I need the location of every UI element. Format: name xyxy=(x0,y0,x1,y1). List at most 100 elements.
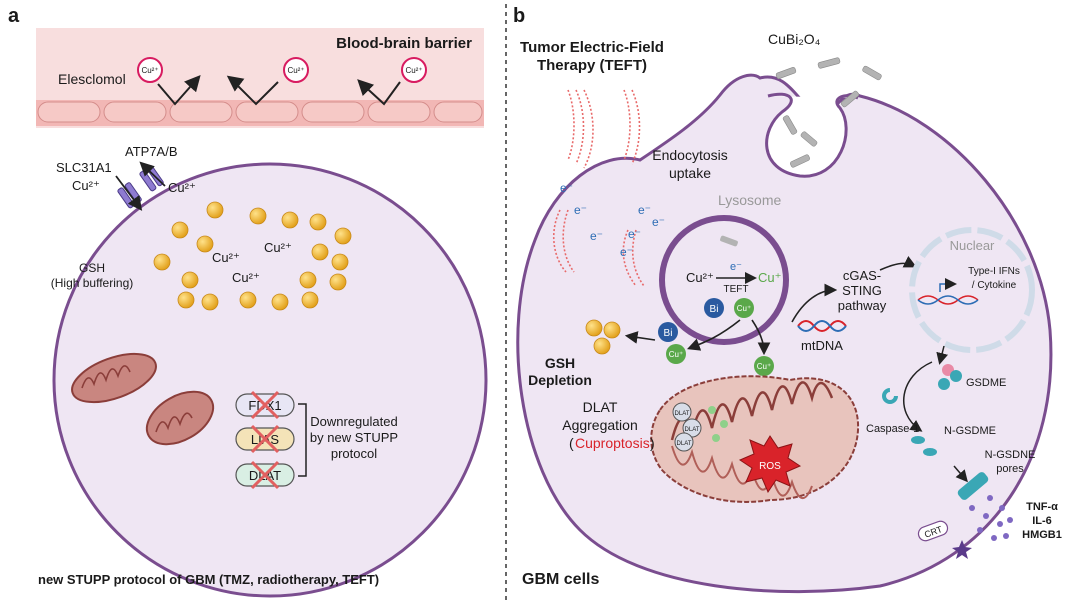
lysosome-bi-ball xyxy=(704,298,724,318)
gsh-balls-b xyxy=(585,319,621,355)
lysosome-electron: e⁻ xyxy=(730,261,742,273)
gsdme-label: GSDME xyxy=(966,377,1006,389)
protein-dlat: DLAT xyxy=(235,460,295,490)
gsh-cu2-1: Cu²⁺ xyxy=(212,250,240,265)
gsh-label: GSH xyxy=(79,261,105,275)
panel-b: b CuBi₂O₄ Tumor Electric-Field Therapy (… xyxy=(513,5,1062,594)
gsh-balls xyxy=(153,201,352,311)
svg-text:e⁻: e⁻ xyxy=(590,229,603,243)
mtdna-label: mtDNA xyxy=(801,338,843,353)
dlat-aggregates: DLAT DLAT DLAT xyxy=(672,402,728,452)
protein-lias: LIAS xyxy=(235,424,295,454)
ifn-line2: / Cytokine xyxy=(972,280,1017,291)
cu2-in-label: Cu²⁺ xyxy=(72,178,100,193)
panel-a-footer: new STUPP protocol of GBM (TMZ, radiothe… xyxy=(38,572,379,587)
mtdna-helix xyxy=(797,320,847,332)
cgas-line2: STING xyxy=(842,283,882,298)
svg-text:e⁻: e⁻ xyxy=(638,203,651,217)
gsh-cu2-3: Cu²⁺ xyxy=(232,270,260,285)
cuproptosis-close: ) xyxy=(650,435,655,451)
panel-a-letter: a xyxy=(8,5,20,27)
released-bi-ball xyxy=(658,322,678,342)
svg-text:e⁻: e⁻ xyxy=(574,203,587,217)
panel-a: a Blood-brain barrier Elesclomol Cu²⁺ Cu… xyxy=(8,5,488,598)
lysosome xyxy=(659,215,789,345)
downreg-bracket xyxy=(298,403,307,477)
cubi2o4-label: CuBi₂O₄ xyxy=(768,31,821,47)
slc31a1-label: SLC31A1 xyxy=(56,160,112,175)
bbb-label: Blood-brain barrier xyxy=(336,35,472,52)
cgas-line3: pathway xyxy=(838,298,887,313)
downreg-line3: protocol xyxy=(331,446,377,461)
endocytosis-label-1: Endocytosis xyxy=(652,147,727,163)
gsh-depletion-1: GSH xyxy=(545,355,575,371)
downreg-line1: Downregulated xyxy=(310,414,397,429)
svg-text:e⁻: e⁻ xyxy=(620,245,633,259)
cu2-out-label: Cu²⁺ xyxy=(168,180,196,195)
atp7-label: ATP7A/B xyxy=(125,144,178,159)
dlat-aggregation-2: Aggregation xyxy=(562,417,638,433)
teft-title-1: Tumor Electric-Field xyxy=(520,39,664,56)
cubi2o4-rods xyxy=(775,57,882,168)
cytokine-tnf: TNF-α xyxy=(1026,501,1058,513)
svg-text:e⁻: e⁻ xyxy=(560,181,573,195)
lysosome-cu-ball xyxy=(734,298,754,318)
pores-line1: N-GSDNE xyxy=(985,449,1036,461)
electric-field-arcs xyxy=(552,89,645,287)
elesclomol-label: Elesclomol xyxy=(58,71,126,87)
transporters xyxy=(115,161,166,211)
ngsdme-label: N-GSDME xyxy=(944,425,996,437)
nucleus-to-gsdme-arrow xyxy=(936,345,949,365)
mitochondrion-2 xyxy=(145,390,215,446)
released-bi-text: Bi xyxy=(664,328,673,339)
cell-a xyxy=(52,162,488,598)
svg-text:e⁻: e⁻ xyxy=(652,215,665,229)
caspase-label: Caspase-1 xyxy=(866,423,919,435)
ros-burst xyxy=(738,435,802,494)
mitochondrion-1 xyxy=(71,352,157,404)
downreg-line2: by new STUPP xyxy=(310,430,398,445)
panel-b-footer: GBM cells xyxy=(522,571,599,588)
ros-label: ROS xyxy=(759,461,781,472)
released-cu-text-2: Cu⁺ xyxy=(757,362,771,371)
svg-text:DLAT: DLAT xyxy=(685,427,700,433)
electrons: e⁻ e⁻ e⁻ e⁻ e⁻ e⁻ e⁻ xyxy=(560,181,665,259)
elesclomol-complexes: Cu²⁺ Cu²⁺ Cu²⁺ xyxy=(137,57,427,83)
cgas-line1: cGAS- xyxy=(843,268,881,283)
protein-fdx1: FDX1 xyxy=(235,390,295,420)
gsdme-pore xyxy=(957,472,989,500)
svg-text:DLAT: DLAT xyxy=(675,411,690,417)
pores-line2: pores xyxy=(996,463,1024,475)
released-cu-ball-2 xyxy=(754,356,774,376)
released-cu-ball xyxy=(666,344,686,364)
lysosome-teft: TEFT xyxy=(724,284,749,295)
dna-in-nucleus xyxy=(917,278,979,305)
svg-text:DLAT: DLAT xyxy=(677,441,692,447)
released-cu-text: Cu⁺ xyxy=(669,350,683,359)
cuproptosis-open: ( xyxy=(569,435,574,451)
gsh-cu2-2: Cu²⁺ xyxy=(264,240,292,255)
endocytosis-label-2: uptake xyxy=(669,165,711,181)
endothelial-cells xyxy=(36,100,484,126)
pyroptosis-arrow xyxy=(903,361,933,432)
teft-title-2: Therapy (TEFT) xyxy=(537,57,647,74)
panel-b-letter: b xyxy=(513,5,525,27)
lysosome-label: Lysosome xyxy=(718,192,782,208)
release-star xyxy=(952,540,972,559)
svg-text:Cu²⁺: Cu²⁺ xyxy=(141,66,158,75)
nuclear-label: Nuclear xyxy=(950,238,995,253)
bbb-transport-arrows xyxy=(157,75,401,106)
crt-badge xyxy=(917,520,949,542)
cytokine-hmgb1: HMGB1 xyxy=(1022,529,1062,541)
lysosome-cu-plus: Cu⁺ xyxy=(758,270,781,285)
gsh-sub-label: (High buffering) xyxy=(51,276,134,290)
svg-text:Cu²⁺: Cu²⁺ xyxy=(405,66,422,75)
cytokine-il6: IL-6 xyxy=(1032,515,1052,527)
cuproptosis-label: Cuproptosis xyxy=(575,435,650,451)
ifn-line1: Type-I IFNs xyxy=(968,266,1020,277)
lysosome-cu2: Cu²⁺ xyxy=(686,270,714,285)
lysosome-cu-text: Cu⁺ xyxy=(737,304,751,313)
pore-arrow xyxy=(953,465,968,483)
nucleus xyxy=(909,227,1035,353)
